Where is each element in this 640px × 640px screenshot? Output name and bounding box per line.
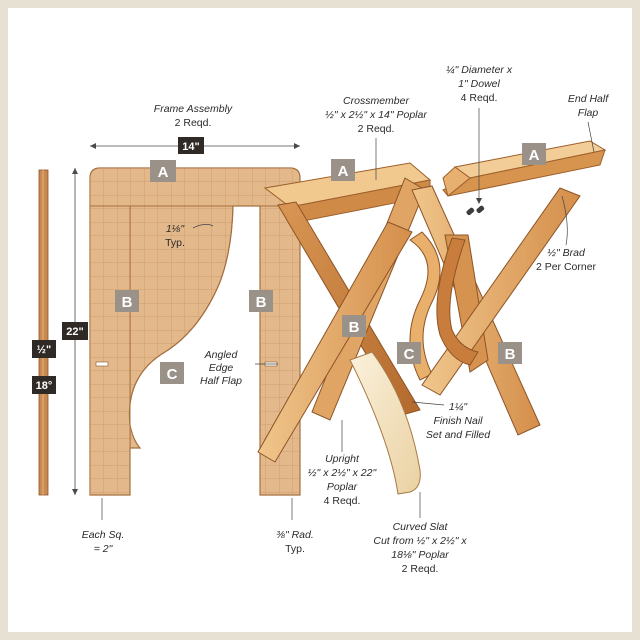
- angle-dim-badge: 18°: [32, 376, 56, 394]
- svg-text:C: C: [404, 346, 415, 363]
- curved-slat-label: Curved Slat: [393, 521, 449, 533]
- crossmember-label: Crossmember: [343, 95, 409, 107]
- rad-typ-label: Typ.: [285, 543, 305, 555]
- curved-slat-size: Cut from ½" x 2½" x: [373, 535, 467, 547]
- curved-slat-material: 18⅛" Poplar: [391, 549, 449, 561]
- frame-assembly-label: Frame Assembly: [154, 103, 233, 115]
- svg-text:A: A: [529, 147, 540, 164]
- part-tag-c-slat: [397, 342, 421, 364]
- typ-dim-label: 1⅛": [166, 223, 186, 235]
- side-profile-strip: [38, 169, 49, 496]
- frame-assembly-drawing: A B B C: [89, 160, 301, 496]
- thickness-dim-badge: ½": [32, 340, 56, 358]
- each-sq-label: Each Sq.: [82, 529, 125, 541]
- half-flap-label: Half Flap: [200, 375, 242, 387]
- upright-material: Poplar: [327, 481, 358, 493]
- dowel-reqd-label: 4 Reqd.: [461, 92, 498, 104]
- svg-text:A: A: [338, 163, 349, 180]
- part-tag-a-crossmember: [331, 159, 355, 181]
- width-dimension: 14": [90, 137, 300, 154]
- svg-text:B: B: [505, 346, 516, 363]
- dowel-diameter-label: ¼" Diameter x: [446, 64, 513, 76]
- edge-label: Edge: [209, 362, 234, 374]
- part-tag-a-endflap: [522, 143, 546, 165]
- angled-label: Angled: [204, 349, 239, 361]
- thickness-dim: ½": [37, 344, 51, 356]
- exploded-assembly-drawing: A A B B C: [257, 140, 607, 495]
- brad-label: ½" Brad: [547, 247, 586, 259]
- flap-label: Flap: [578, 107, 599, 119]
- curved-slat-reqd: 2 Reqd.: [402, 563, 439, 575]
- upright-label: Upright: [325, 453, 360, 465]
- svg-text:B: B: [256, 294, 267, 311]
- part-tag-b-right: [249, 290, 273, 312]
- part-tag-c-frame: [160, 362, 184, 384]
- typ-sub-label: Typ.: [165, 237, 185, 249]
- crossmember-size: ½" x 2½" x 14" Poplar: [325, 109, 427, 121]
- finish-nail-label: 1¼": [449, 401, 469, 413]
- svg-text:A: A: [158, 164, 169, 181]
- svg-text:22": 22": [66, 326, 83, 338]
- svg-text:B: B: [349, 319, 360, 336]
- svg-text:C: C: [167, 366, 178, 383]
- angle-dim: 18°: [36, 380, 53, 392]
- part-tag-b-rear: [498, 342, 522, 364]
- part-tag-b-front: [342, 315, 366, 337]
- part-tag-a-frame: [150, 160, 176, 182]
- svg-text:14": 14": [182, 141, 199, 153]
- finish-nail-label-3: Set and Filled: [426, 429, 491, 441]
- height-dimension: 22": [62, 168, 88, 495]
- rad-label: ⅜" Rad.: [276, 529, 314, 541]
- upright-size: ½" x 2½" x 22": [308, 467, 378, 479]
- brad-per-label: 2 Per Corner: [536, 261, 597, 273]
- upright-reqd: 4 Reqd.: [324, 495, 361, 507]
- svg-text:B: B: [122, 294, 133, 311]
- dowel-length-label: 1" Dowel: [458, 78, 500, 90]
- finish-nail-label-2: Finish Nail: [433, 415, 483, 427]
- each-sq-value: = 2": [94, 543, 114, 555]
- end-half-label: End Half: [568, 93, 609, 105]
- part-tag-b-left: [115, 290, 139, 312]
- frame-reqd-label: 2 Reqd.: [175, 117, 212, 129]
- crossmember-reqd: 2 Reqd.: [358, 123, 395, 135]
